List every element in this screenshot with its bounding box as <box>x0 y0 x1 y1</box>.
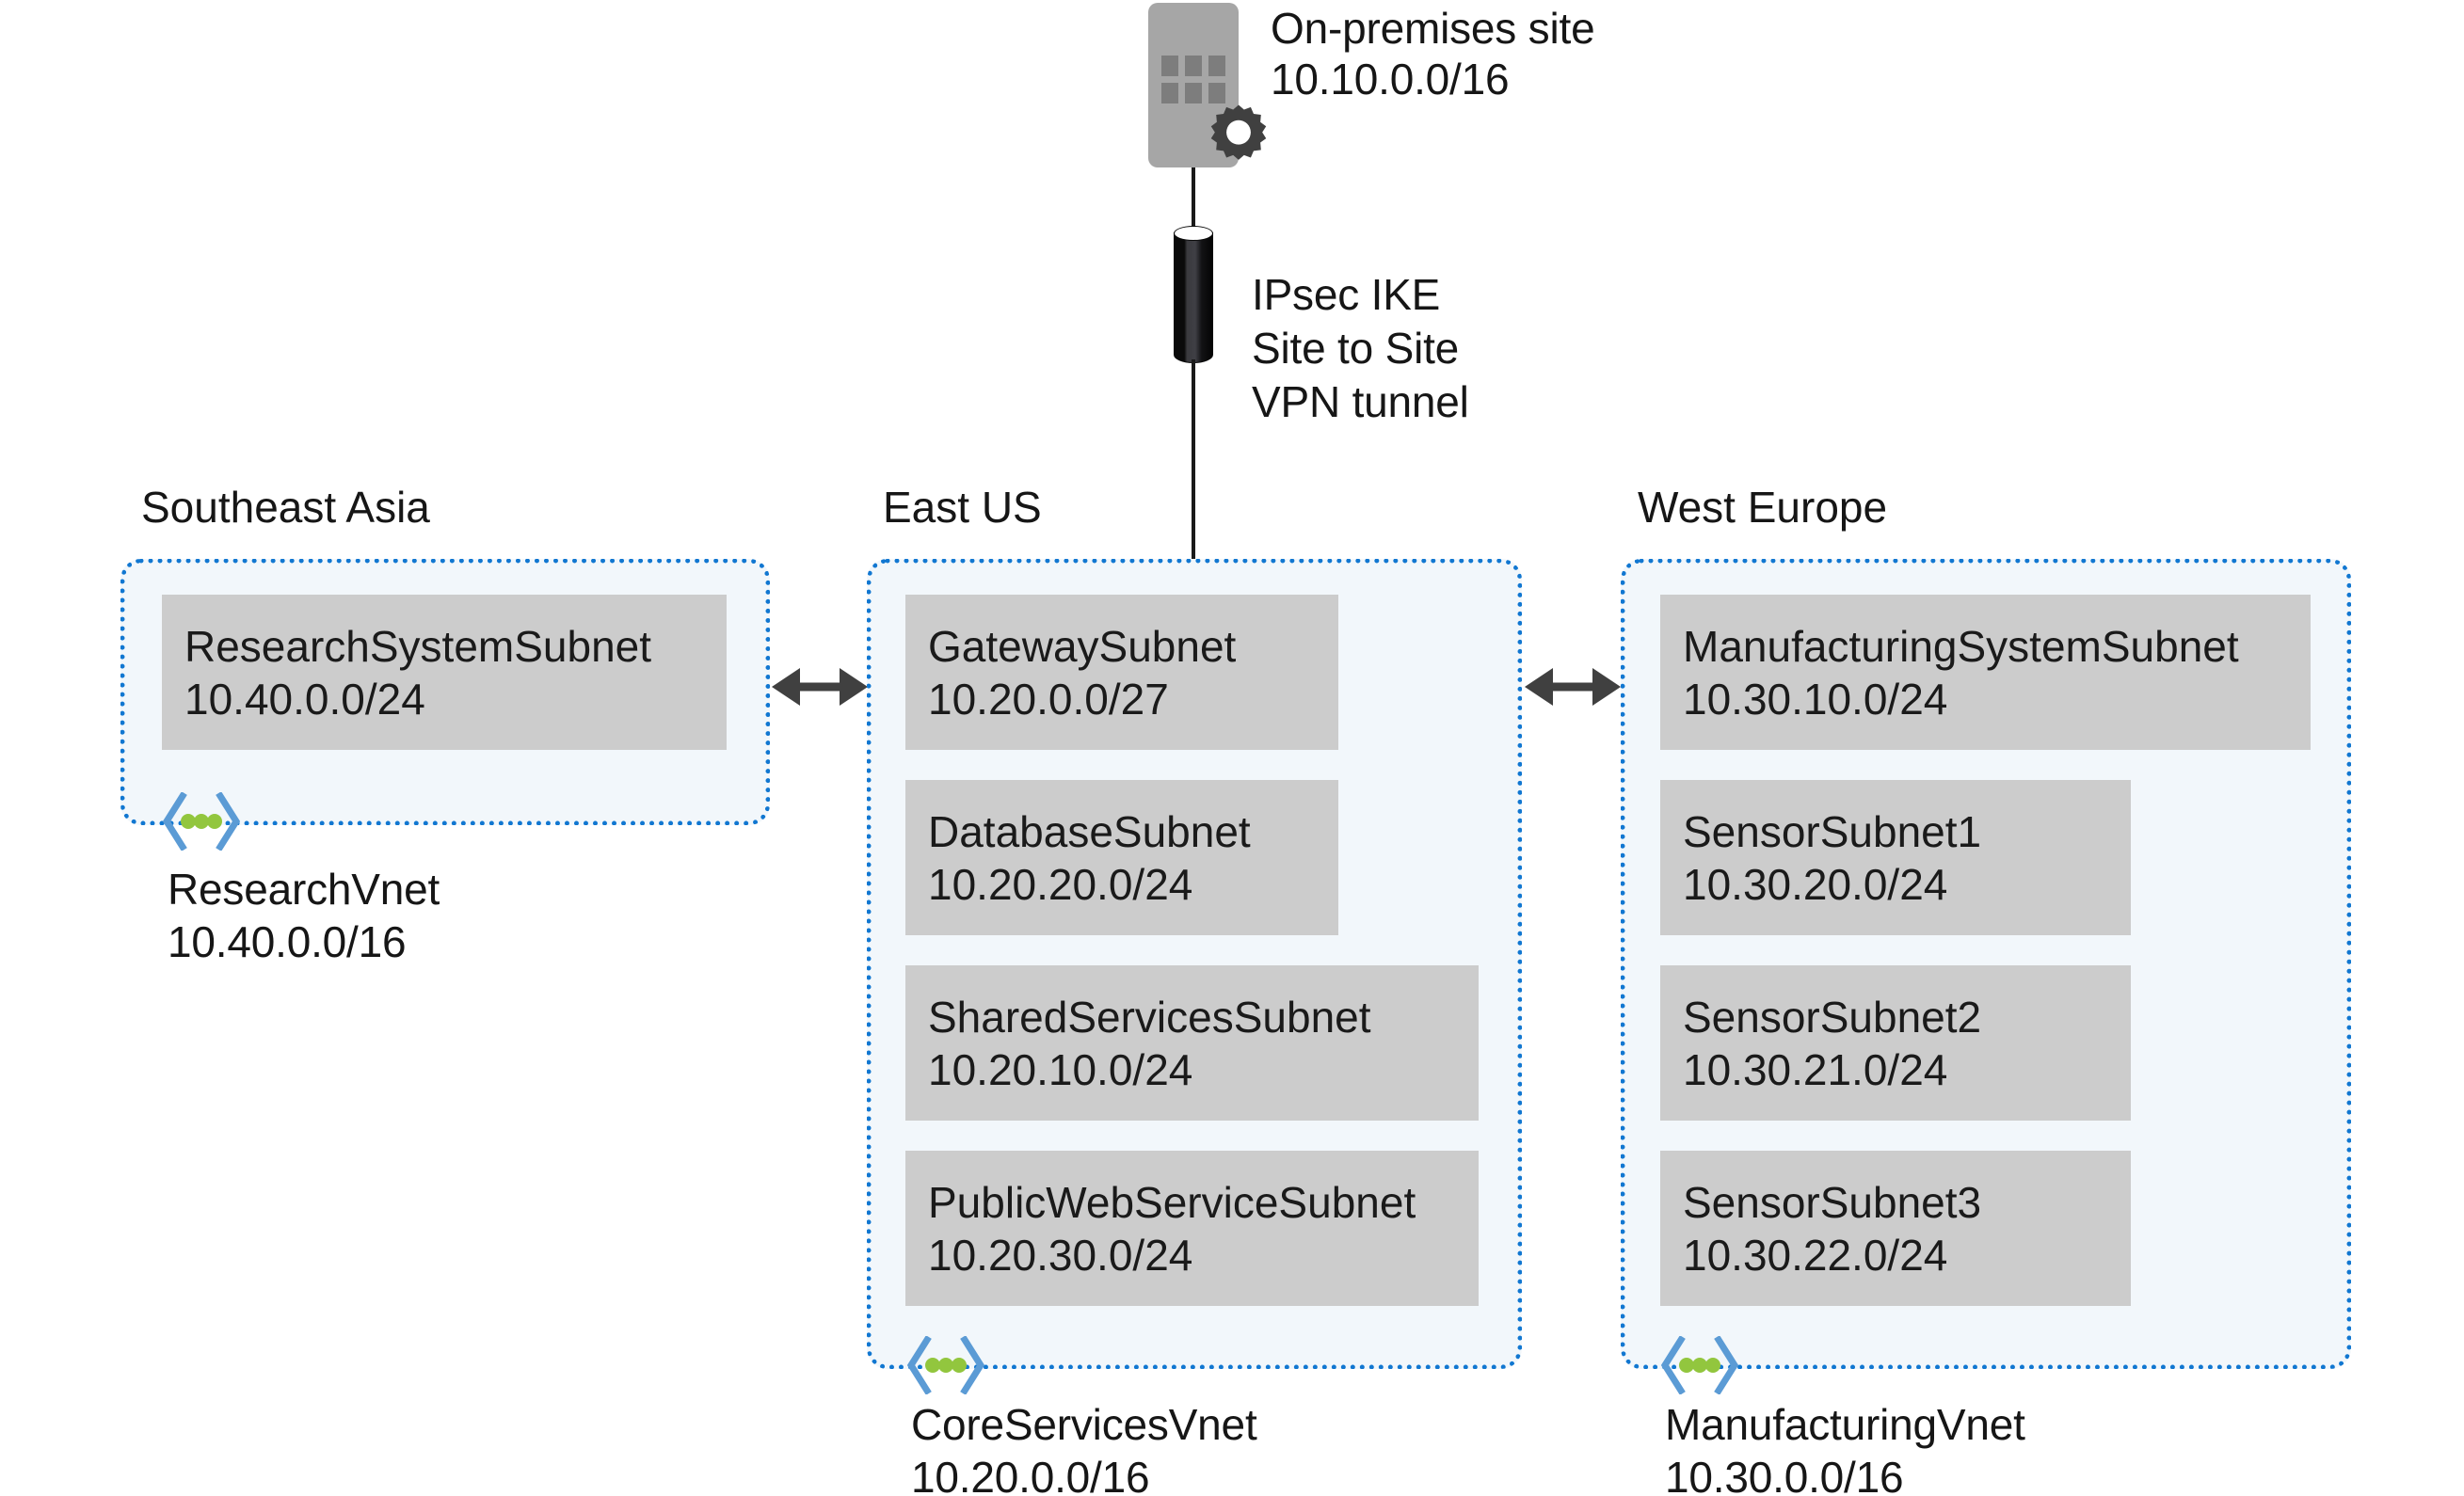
subnet-name: DatabaseSubnet <box>928 806 1251 856</box>
vnet-name-research: ResearchVnet <box>168 865 440 914</box>
window-cell <box>1161 83 1178 103</box>
subnet-cidr: 10.20.20.0/24 <box>928 859 1193 909</box>
vpn-label-line2: Site to Site <box>1252 324 1460 373</box>
subnet-cidr: 10.40.0.0/24 <box>184 674 425 724</box>
region-label-west-europe: West Europe <box>1638 483 1888 532</box>
peering-arrow-core-manufacturing[interactable] <box>1525 659 1621 715</box>
window-cell <box>1185 56 1202 76</box>
tunnel-opening <box>1174 226 1213 241</box>
tunnel-cylinder <box>1174 232 1213 363</box>
gear-icon <box>1210 104 1267 160</box>
subnet-cidr: 10.30.22.0/24 <box>1683 1230 1948 1280</box>
window-cell <box>1208 83 1225 103</box>
subnet-name: SharedServicesSubnet <box>928 992 1371 1042</box>
subnet-name: SensorSubnet1 <box>1683 806 1982 856</box>
vnet-name-manufacturing: ManufacturingVnet <box>1665 1400 2025 1449</box>
vpn-label-line3: VPN tunnel <box>1252 377 1469 426</box>
vnet-icon <box>162 792 241 851</box>
vpn-label-line1: IPsec IKE <box>1252 270 1441 319</box>
region-label-east-us: East US <box>883 483 1042 532</box>
subnet-name: PublicWebServiceSubnet <box>928 1177 1416 1227</box>
vnet-address-space-research: 10.40.0.0/16 <box>168 917 407 966</box>
building-windows <box>1161 56 1225 103</box>
on-premises-name: On-premises site <box>1271 4 1595 53</box>
subnet-cidr: 10.20.0.0/27 <box>928 674 1169 724</box>
on-premises-server-icon <box>1148 3 1267 167</box>
subnet-cidr: 10.20.30.0/24 <box>928 1230 1193 1280</box>
subnet-name: ResearchSystemSubnet <box>184 621 652 671</box>
subnet-cidr: 10.30.20.0/24 <box>1683 859 1948 909</box>
subnet-name: SensorSubnet3 <box>1683 1177 1982 1227</box>
subnet-name: GatewaySubnet <box>928 621 1237 671</box>
subnet-cidr: 10.30.21.0/24 <box>1683 1044 1948 1094</box>
vnet-address-space-manufacturing: 10.30.0.0/16 <box>1665 1453 1904 1496</box>
vnet-icon <box>1660 1336 1739 1394</box>
peering-arrow-research-core[interactable] <box>772 659 868 715</box>
vnet-icon <box>906 1336 985 1394</box>
region-label-southeast-asia: Southeast Asia <box>141 483 430 532</box>
vpn-tunnel-icon <box>1174 226 1213 363</box>
subnet-name: SensorSubnet2 <box>1683 992 1982 1042</box>
vnet-address-space-core-services: 10.20.0.0/16 <box>911 1453 1150 1496</box>
on-premises-address-space: 10.10.0.0/16 <box>1271 55 1510 103</box>
vnet-name-core-services: CoreServicesVnet <box>911 1400 1257 1449</box>
subnet-cidr: 10.20.10.0/24 <box>928 1044 1193 1094</box>
window-cell <box>1185 83 1202 103</box>
window-cell <box>1208 56 1225 76</box>
subnet-name: ManufacturingSystemSubnet <box>1683 621 2239 671</box>
subnet-cidr: 10.30.10.0/24 <box>1683 674 1948 724</box>
vpn-line-lower <box>1192 359 1195 563</box>
vpn-line-upper <box>1192 167 1195 233</box>
window-cell <box>1161 56 1178 76</box>
